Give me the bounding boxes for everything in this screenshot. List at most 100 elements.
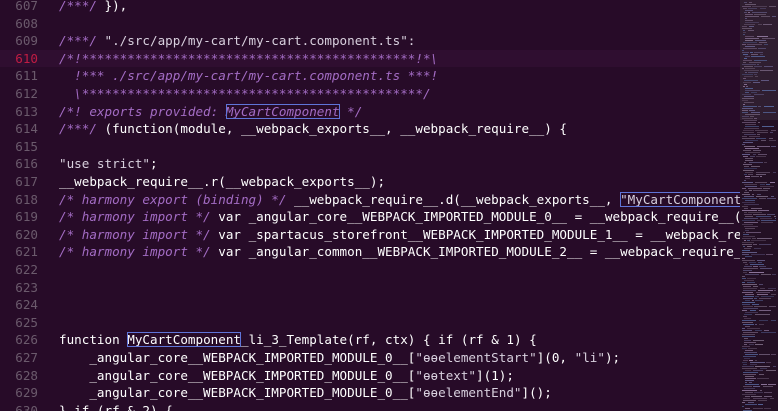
- minimap-line: [744, 84, 747, 85]
- code-token: __webpack_require__.r(__webpack_exports_…: [59, 174, 386, 189]
- line-content: /* harmony import */ var _spartacus_stor…: [59, 226, 740, 244]
- minimap-line: [745, 176, 750, 177]
- minimap-line: [742, 276, 745, 277]
- minimap-line: [771, 294, 776, 295]
- minimap-line: [744, 192, 749, 193]
- code-token: function: [59, 332, 128, 348]
- code-token: "ɵɵelementStart": [415, 350, 537, 365]
- code-line[interactable]: 622: [0, 261, 740, 279]
- minimap-line: [750, 116, 754, 117]
- minimap-line: [745, 172, 753, 173]
- code-line[interactable]: 621/* harmony import */ var _angular_com…: [0, 243, 740, 261]
- minimap-line: [753, 190, 768, 191]
- minimap-line: [749, 110, 755, 111]
- minimap-line: [766, 184, 770, 185]
- code-line[interactable]: 624: [0, 296, 740, 314]
- minimap-line: [755, 76, 758, 77]
- minimap-line: [748, 30, 754, 31]
- minimap-line: [743, 386, 752, 387]
- minimap-line: [744, 226, 758, 227]
- minimap-line: [747, 246, 752, 247]
- code-token: /*! exports provided:: [59, 103, 226, 119]
- code-line[interactable]: 616"use strict";: [0, 155, 740, 173]
- code-line[interactable]: 610/*!**********************************…: [0, 49, 740, 68]
- minimap-line: [766, 254, 773, 255]
- minimap-line: [766, 362, 771, 363]
- code-line[interactable]: 628 _angular_core__WEBPACK_IMPORTED_MODU…: [0, 367, 740, 385]
- minimap-line: [745, 294, 754, 295]
- minimap-line: [743, 246, 745, 247]
- code-line[interactable]: 614/***/ (function(module, __webpack_exp…: [0, 120, 740, 138]
- code-line[interactable]: 613/*! exports provided: MyCartComponent…: [0, 103, 740, 121]
- minimap-line: [742, 260, 755, 261]
- minimap-line: [755, 130, 768, 131]
- code-line[interactable]: 619/* harmony import */ var _angular_cor…: [0, 208, 740, 226]
- minimap-line: [761, 384, 767, 385]
- code-line[interactable]: 615: [0, 138, 740, 156]
- code-token: "use strict": [59, 156, 150, 172]
- code-line[interactable]: 608: [0, 15, 740, 33]
- minimap-line: [742, 310, 747, 311]
- code-line[interactable]: 611 !*** ./src/app/my-cart/my-cart.compo…: [0, 67, 740, 85]
- code-token: "ɵɵelementEnd": [415, 385, 522, 401]
- code-token: /*!*************************************…: [59, 50, 439, 66]
- minimap-line: [771, 130, 776, 131]
- minimap-line: [742, 136, 747, 137]
- minimap-line: [745, 124, 756, 125]
- minimap-line: [763, 188, 770, 189]
- code-line[interactable]: 609/***/ "./src/app/my-cart/my-cart.comp…: [0, 32, 740, 50]
- minimap-line: [754, 248, 761, 249]
- minimap-line: [757, 134, 760, 135]
- minimap-line: [742, 322, 753, 323]
- code-line[interactable]: 629 _angular_core__WEBPACK_IMPORTED_MODU…: [0, 384, 740, 402]
- minimap-line: [743, 360, 748, 361]
- code-line[interactable]: 630} if (rf & 2) {: [0, 402, 740, 411]
- line-content: /***/ "./src/app/my-cart/my-cart.compone…: [59, 32, 415, 50]
- minimap-line: [757, 132, 768, 133]
- minimap[interactable]: [740, 0, 778, 411]
- minimap-line: [744, 340, 751, 341]
- code-line[interactable]: 617__webpack_require__.r(__webpack_expor…: [0, 173, 740, 191]
- code-line[interactable]: 625: [0, 314, 740, 332]
- minimap-line: [755, 40, 766, 41]
- minimap-line: [743, 142, 753, 143]
- code-token: /***/: [59, 121, 105, 137]
- code-token: _li_3_Template(rf, ctx) { if (rf & 1) {: [240, 332, 537, 348]
- minimap-line: [746, 86, 748, 87]
- code-line[interactable]: 623: [0, 279, 740, 297]
- minimap-line: [744, 314, 752, 315]
- minimap-line: [744, 342, 756, 343]
- code-line[interactable]: 620/* harmony import */ var _spartacus_s…: [0, 226, 740, 244]
- minimap-line: [743, 48, 757, 49]
- minimap-line: [754, 60, 767, 61]
- minimap-line: [742, 198, 757, 199]
- code-line[interactable]: 612 \***********************************…: [0, 85, 740, 103]
- minimap-line: [751, 54, 758, 55]
- line-number: 619: [15, 209, 38, 225]
- minimap-line: [744, 162, 746, 163]
- minimap-line: [750, 362, 765, 363]
- minimap-line: [742, 144, 745, 145]
- minimap-line: [742, 284, 757, 285]
- code-line[interactable]: 627 _angular_core__WEBPACK_IMPORTED_MODU…: [0, 349, 740, 367]
- search-match: MyCartComponent: [127, 332, 241, 348]
- line-number: 608: [15, 15, 38, 31]
- minimap-line: [770, 182, 775, 183]
- minimap-line: [755, 366, 770, 367]
- line-content: "use strict";: [59, 155, 158, 173]
- minimap-line: [751, 208, 762, 209]
- minimap-line: [754, 74, 757, 75]
- minimap-line: [745, 312, 758, 313]
- minimap-line: [764, 392, 772, 393]
- line-content: _angular_core__WEBPACK_IMPORTED_MODULE_0…: [59, 384, 552, 402]
- minimap-line: [763, 24, 772, 25]
- code-line[interactable]: 618/* harmony export (binding) */ __webp…: [0, 191, 740, 209]
- minimap-line: [748, 348, 757, 349]
- code-token: /***/: [59, 0, 105, 13]
- minimap-line: [743, 82, 751, 83]
- minimap-line: [743, 286, 751, 287]
- code-line[interactable]: 607/***/ }),: [0, 0, 740, 15]
